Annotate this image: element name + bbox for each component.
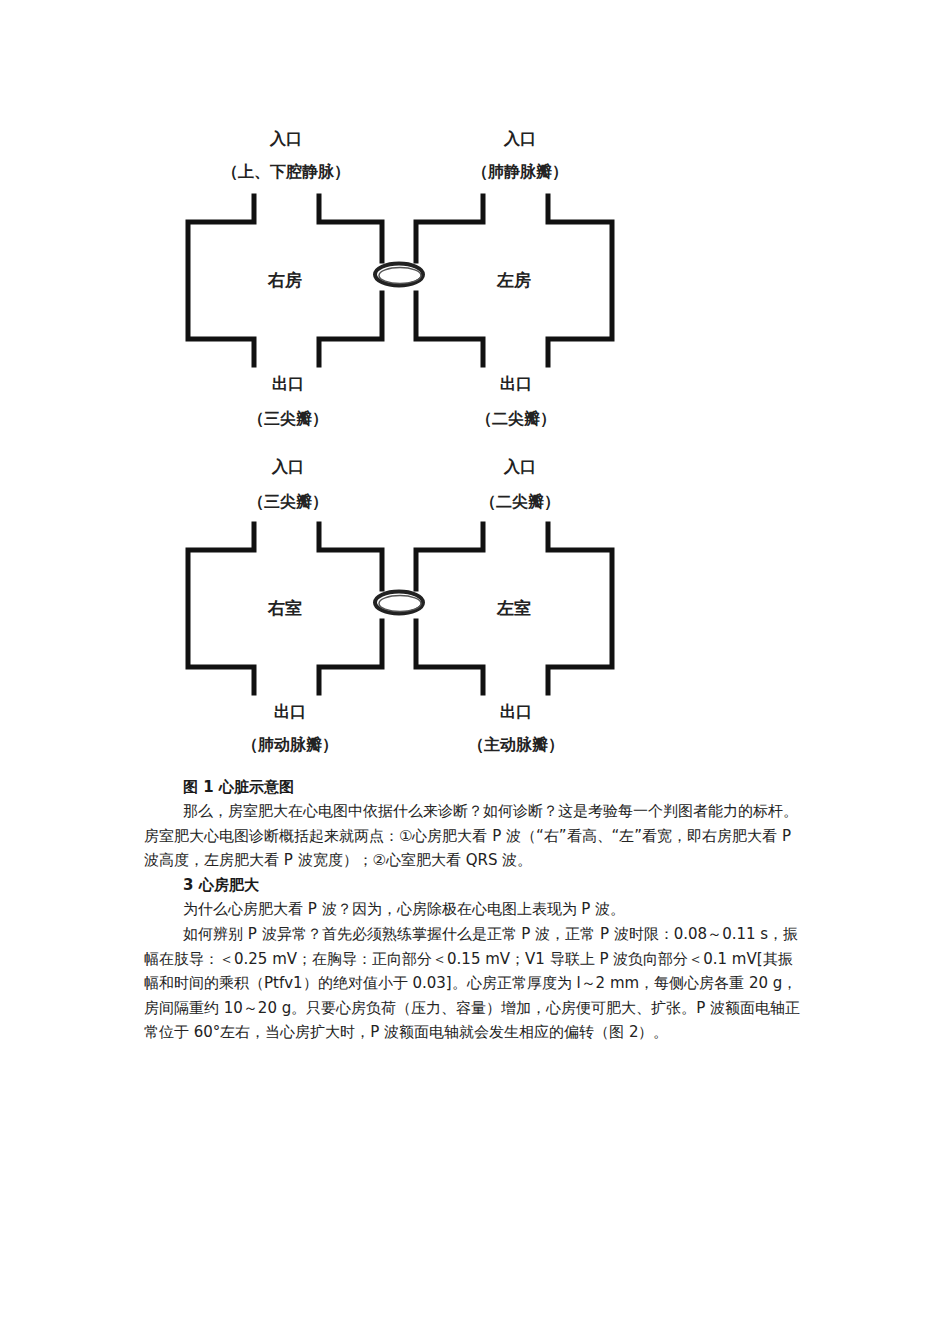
chamber-name: 右室 <box>268 597 302 620</box>
right-ventricle: 右室 <box>186 522 384 695</box>
oval-ring <box>375 264 423 286</box>
chamber-name: 左室 <box>497 597 531 620</box>
oval-ring-inner <box>379 268 421 284</box>
valve-label: 入口 <box>504 457 536 478</box>
valve-label: （肺静脉瓣） <box>472 162 568 183</box>
valve-label: （三尖瓣） <box>248 492 328 513</box>
right-atrium: 右房 <box>186 194 384 367</box>
valve-label: （上、下腔静脉） <box>222 162 350 183</box>
figure-caption: 图 1 心脏示意图 <box>183 775 294 799</box>
valve-label: （二尖瓣） <box>480 492 560 513</box>
valve-label: （二尖瓣） <box>476 409 556 430</box>
left-ventricle: 左室 <box>414 522 614 695</box>
oval-ring <box>375 592 423 614</box>
septal-opening <box>375 264 423 286</box>
chamber-wall <box>188 524 382 693</box>
valve-label: 出口 <box>500 702 532 723</box>
valve-label: （肺动脉瓣） <box>242 735 338 756</box>
septal-opening <box>375 592 423 614</box>
chamber-wall <box>188 196 382 365</box>
valve-label: 出口 <box>500 374 532 395</box>
valve-label: 入口 <box>504 129 536 150</box>
body-paragraph: 如何辨别 P 波异常？首先必须熟练掌握什么是正常 P 波，正常 P 波时限：0.… <box>144 922 806 1045</box>
chamber-wall <box>416 524 612 693</box>
chamber-name: 右房 <box>268 269 302 292</box>
oval-ring-inner <box>379 596 421 612</box>
body-paragraph: 那么，房室肥大在心电图中依据什么来诊断？如何诊断？这是考验每一个判图者能力的标杆… <box>144 799 806 873</box>
valve-label: 出口 <box>272 374 304 395</box>
valve-label: 入口 <box>272 457 304 478</box>
valve-label: （三尖瓣） <box>248 409 328 430</box>
chamber-name: 左房 <box>497 269 531 292</box>
chamber-wall <box>416 196 612 365</box>
body-paragraph: 为什么心房肥大看 P 波？因为，心房除极在心电图上表现为 P 波。 <box>144 897 806 922</box>
left-atrium: 左房 <box>414 194 614 367</box>
section-heading: 3 心房肥大 <box>183 873 259 897</box>
valve-label: 入口 <box>270 129 302 150</box>
valve-label: （主动脉瓣） <box>468 735 564 756</box>
valve-label: 出口 <box>274 702 306 723</box>
